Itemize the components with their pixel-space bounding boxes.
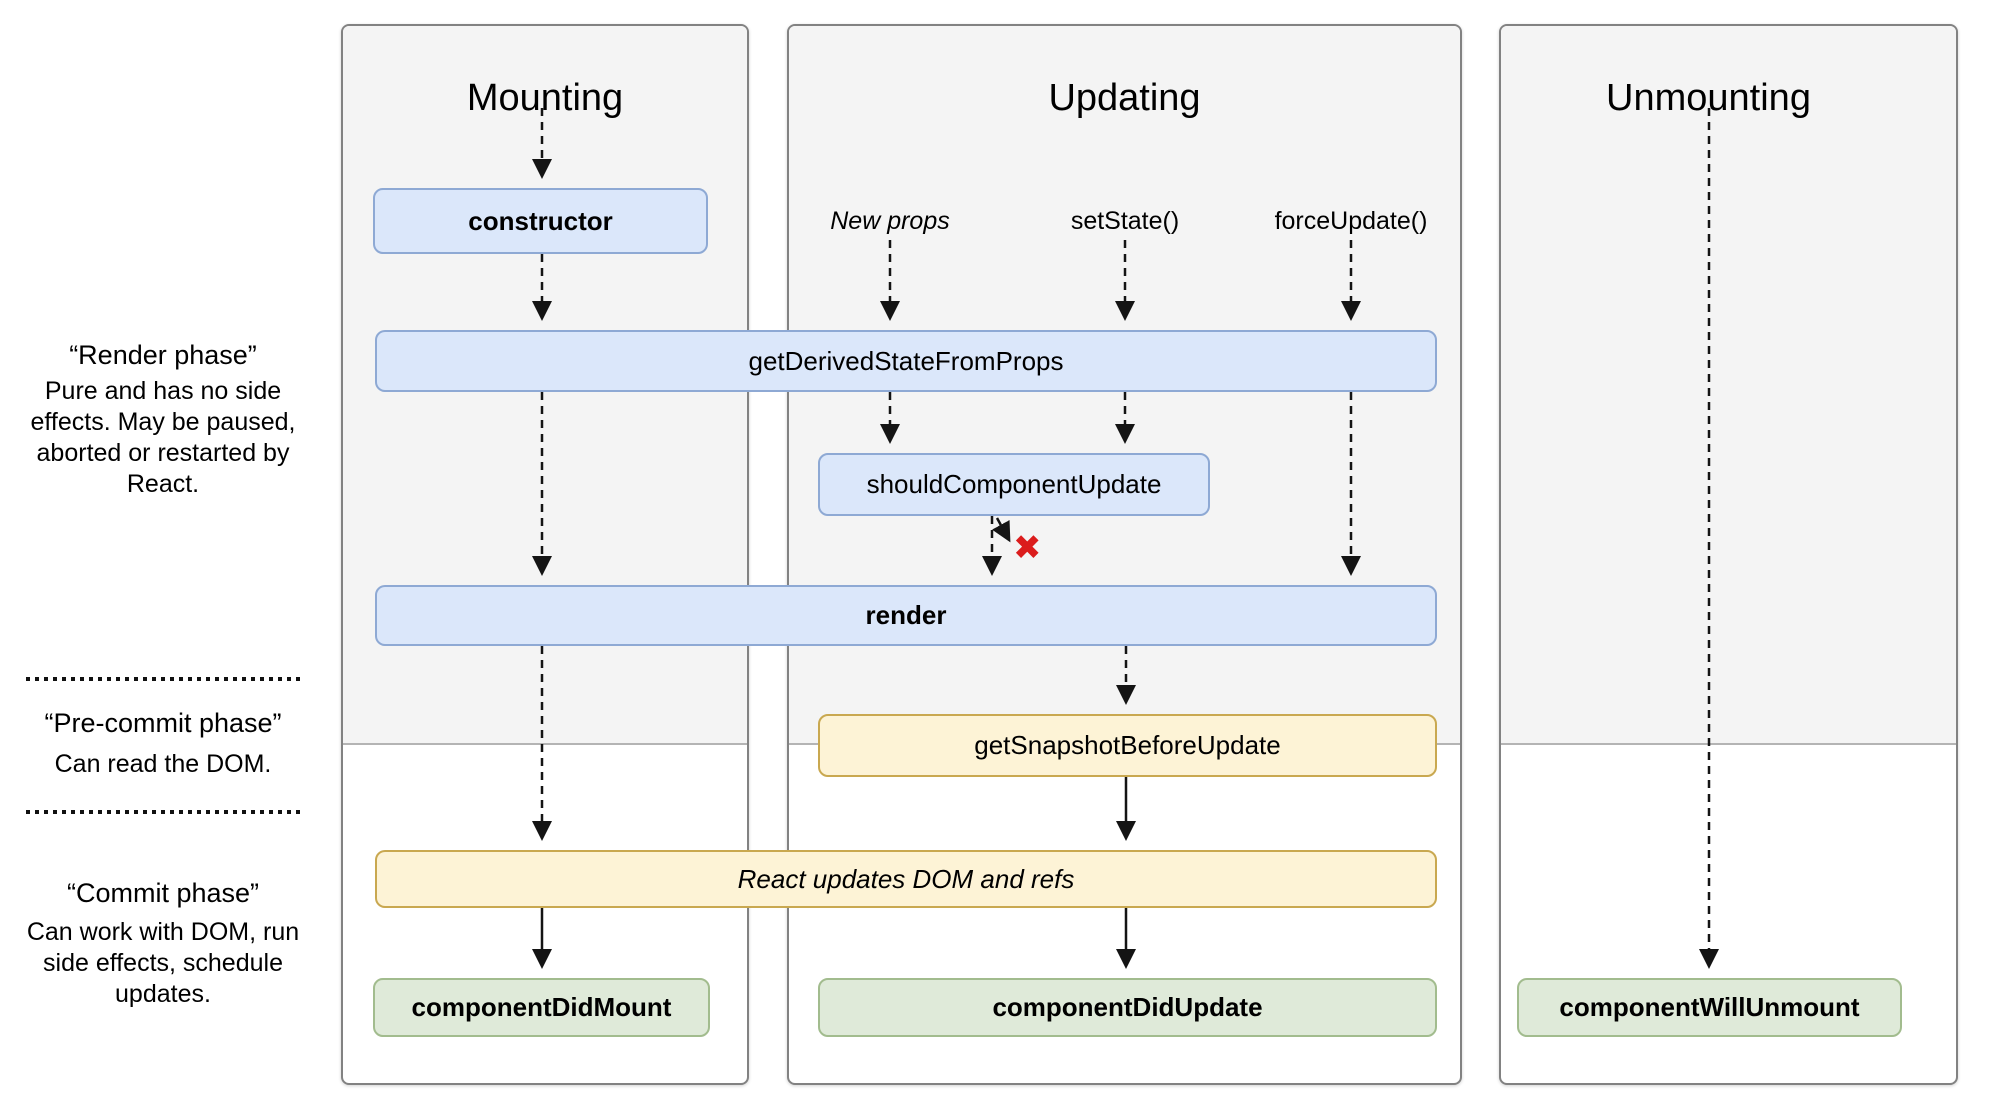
pre-commit-phase-label-block: “Pre-commit phase” Can read the DOM. [23, 706, 303, 780]
commit-phase-title: “Commit phase” [66, 878, 260, 908]
render-phase-description: Pure and has no side effects. May be pau… [30, 377, 296, 498]
trigger-set-state: setState() [1070, 207, 1180, 235]
node-component-will-unmount: componentWillUnmount [1517, 978, 1902, 1037]
pre-commit-phase-description: Can read the DOM. [54, 750, 272, 778]
updating-column-title: Updating [1048, 77, 1201, 119]
dotted-separator-bottom [26, 810, 302, 814]
node-render: render [375, 585, 1437, 646]
unmounting-column-title: Unmounting [1606, 77, 1811, 119]
render-phase-title: “Render phase” [69, 340, 257, 370]
reject-x-icon: ✖ [1013, 529, 1042, 567]
mounting-column: Mounting [341, 24, 749, 1085]
node-should-component-update: shouldComponentUpdate [818, 453, 1210, 516]
node-component-did-update: componentDidUpdate [818, 978, 1437, 1037]
dotted-separator-top [26, 677, 302, 681]
node-component-did-mount: componentDidMount [373, 978, 710, 1037]
commit-phase-description: Can work with DOM, run side effects, sch… [26, 918, 300, 1008]
node-react-updates-dom: React updates DOM and refs [375, 850, 1437, 908]
trigger-force-update: forceUpdate() [1274, 207, 1428, 235]
node-constructor: constructor [373, 188, 708, 254]
node-get-snapshot-before-update: getSnapshotBeforeUpdate [818, 714, 1437, 777]
node-get-derived-state-from-props: getDerivedStateFromProps [375, 330, 1437, 392]
updating-column: Updating [787, 24, 1462, 1085]
unmounting-render-phase-region [1501, 26, 1956, 745]
render-phase-label-block: “Render phase” Pure and has no side effe… [23, 338, 303, 500]
trigger-new-props: New props [830, 207, 950, 235]
commit-phase-label-block: “Commit phase” Can work with DOM, run si… [23, 876, 303, 1010]
mounting-column-title: Mounting [466, 77, 624, 119]
unmounting-column: Unmounting [1499, 24, 1958, 1085]
pre-commit-phase-title: “Pre-commit phase” [44, 708, 282, 738]
